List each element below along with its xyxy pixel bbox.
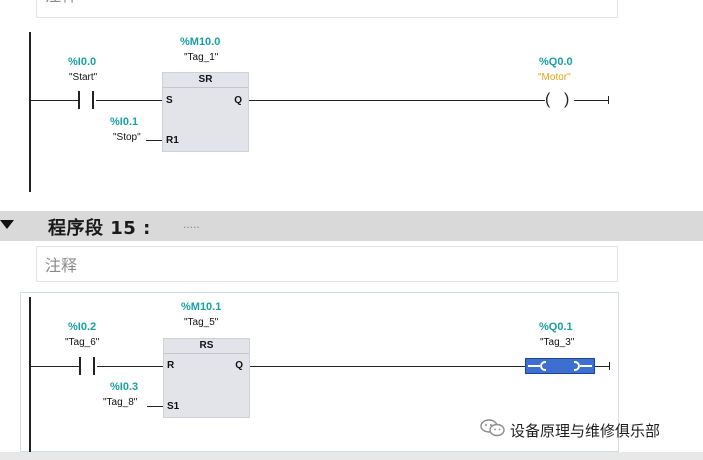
wire: [250, 366, 525, 367]
rung-end: [608, 96, 609, 104]
wire: [574, 100, 608, 101]
wire: [97, 366, 163, 367]
block-type: RS: [164, 339, 249, 354]
network-title-placeholder[interactable]: .....: [183, 217, 200, 231]
contact-bar-right: [92, 91, 94, 109]
ladder-network-14[interactable]: %I0.0 "Start" %M10.0 "Tag_1" SR S Q R1 %…: [0, 20, 703, 200]
contact-bar-left: [79, 357, 81, 375]
wire: [96, 100, 162, 101]
contact-bar-left: [78, 91, 80, 109]
wire: [595, 366, 609, 367]
network-15-header[interactable]: 程序段 15 : .....: [0, 211, 703, 241]
power-rail: [29, 297, 31, 453]
ladder-network-15[interactable]: %I0.2 "Tag_6" %M10.1 "Tag_5" RS R Q S1 %…: [20, 292, 619, 453]
comment-box-network-14[interactable]: 注释: [36, 0, 618, 18]
contact-tag: "Tag_6": [65, 337, 100, 348]
coil-paren-right: [574, 361, 580, 371]
input-tag: "Stop": [113, 132, 141, 143]
comment-label: 注释: [45, 256, 78, 275]
footer-bar: [0, 452, 703, 460]
rung-end: [609, 362, 610, 370]
network-title: 程序段 15 :: [48, 218, 151, 239]
watermark-text: 设备原理与维修俱乐部: [510, 422, 661, 440]
input-address: %I0.1: [110, 116, 139, 128]
sr-block[interactable]: SR S Q R1: [162, 72, 249, 152]
input-tag: "Tag_8": [103, 397, 138, 408]
contact-bar-right: [93, 357, 95, 375]
coil-motor[interactable]: ( ): [544, 92, 574, 110]
contact-address: %I0.2: [68, 321, 97, 333]
wire: [31, 366, 81, 367]
block-address: %M10.1: [181, 301, 222, 313]
contact-tag: "Start": [69, 72, 98, 83]
contact-address: %I0.0: [68, 56, 97, 68]
coil-selected[interactable]: [525, 358, 595, 374]
coil-address: %Q0.1: [539, 321, 573, 333]
pin-r1: R1: [166, 135, 179, 146]
wire: [146, 140, 162, 141]
input-address: %I0.3: [110, 381, 139, 393]
power-rail: [29, 32, 31, 192]
block-tag: "Tag_5": [184, 317, 219, 328]
wire: [31, 100, 80, 101]
pin-r: R: [167, 360, 175, 371]
wechat-icon: [480, 419, 505, 437]
pin-s1: S1: [167, 401, 180, 412]
pin-q: Q: [235, 360, 243, 371]
rs-block[interactable]: RS R Q S1: [163, 338, 250, 418]
collapse-arrow-icon[interactable]: [0, 220, 14, 229]
coil-tag: "Motor": [538, 72, 571, 83]
block-address: %M10.0: [180, 36, 221, 48]
block-type: SR: [163, 73, 248, 88]
block-tag: "Tag_1": [184, 52, 219, 63]
coil-wire-right: [580, 365, 592, 367]
pin-q: Q: [234, 95, 242, 106]
contact-tag-6[interactable]: [79, 357, 99, 375]
coil-tag: "Tag_3": [540, 337, 575, 348]
coil-paren-right: ): [564, 91, 570, 108]
wire: [249, 100, 545, 101]
coil-paren-left: (: [545, 91, 551, 108]
coil-wire-left: [528, 365, 540, 367]
coil-address: %Q0.0: [539, 56, 573, 68]
wire: [147, 406, 163, 407]
comment-label: 注释: [45, 0, 77, 6]
pin-s: S: [166, 95, 173, 106]
comment-box-network-15[interactable]: 注释: [36, 246, 618, 282]
contact-start[interactable]: [78, 91, 98, 109]
coil-paren-left: [540, 361, 546, 371]
